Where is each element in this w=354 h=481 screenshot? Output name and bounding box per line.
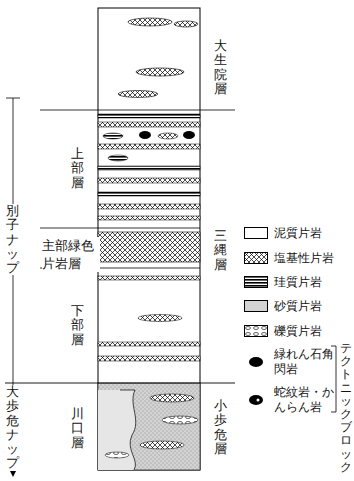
legend-swatch <box>244 325 268 337</box>
formation-label: 小歩危層 <box>214 399 227 456</box>
legend-swatch <box>244 276 268 288</box>
legend-swatch <box>244 300 268 312</box>
legend-text: 蛇紋岩・かんらん岩 <box>274 385 335 415</box>
kawaguchi-part <box>98 390 136 470</box>
nappe-label: 大歩危ナップ <box>6 385 19 471</box>
member-label: 主部緑色片岩層 <box>42 237 100 272</box>
legend-text: 珪質片岩 <box>274 275 335 290</box>
basic-schist-band <box>98 144 200 149</box>
formation-label: 大生院層 <box>214 39 227 96</box>
legend-swatch <box>244 394 268 406</box>
legend-text: 緑れん石角閃岩 <box>274 347 335 377</box>
epidote-amphibolite-block <box>139 131 151 139</box>
siliceous-schist-band <box>98 114 200 118</box>
legend-swatch <box>244 356 268 368</box>
member-label: 上部層 <box>71 147 84 190</box>
basic-schist-lens <box>136 68 184 76</box>
column-frame <box>98 8 200 470</box>
basic-schist-band <box>98 342 200 346</box>
basic-schist-band <box>98 178 200 183</box>
basic-schist-lens <box>140 441 184 449</box>
legend-text: 砂質片岩 <box>274 299 335 314</box>
member-label: 下部層 <box>71 304 84 347</box>
unit-boundary <box>40 110 235 111</box>
basic-schist-lens <box>150 394 194 402</box>
basic-schist-lens <box>138 315 182 322</box>
legend-swatch <box>244 252 268 264</box>
main-green-schist <box>98 232 200 262</box>
siliceous-schist-lens <box>103 133 123 139</box>
nappe-label: 別子ナップ <box>6 204 19 275</box>
siliceous-schist-band <box>98 192 200 196</box>
basic-schist-lens <box>118 91 158 98</box>
bracket-label: テクトニックブロック <box>340 342 352 474</box>
basic-schist-band <box>98 216 200 220</box>
basic-schist-lens <box>174 21 198 27</box>
psammitic-schist <box>98 383 200 470</box>
basic-schist-band <box>98 122 200 127</box>
formation-label: 三縄層 <box>214 229 227 272</box>
legend-swatch <box>244 227 268 239</box>
member-label: 川口層 <box>71 407 84 450</box>
legend-text: 礫質片岩 <box>274 324 335 339</box>
basic-schist-band <box>98 276 200 280</box>
epidote-amphibolite-block <box>183 131 195 139</box>
legend-text: 塩基性片岩 <box>274 251 335 266</box>
siliceous-schist-band <box>98 166 200 170</box>
basic-schist-band <box>98 204 200 209</box>
siliceous-schist-lens <box>108 155 128 161</box>
unit-boundary <box>40 228 200 229</box>
legend-text: 泥質片岩 <box>274 226 335 241</box>
nappe-boundary <box>5 383 235 384</box>
basic-schist-band <box>98 356 200 361</box>
basic-schist-lens <box>158 133 178 139</box>
conglomeratic-schist-lens <box>162 416 198 424</box>
basic-schist-lens <box>128 18 172 26</box>
conglomeratic-schist-lens <box>105 452 129 458</box>
